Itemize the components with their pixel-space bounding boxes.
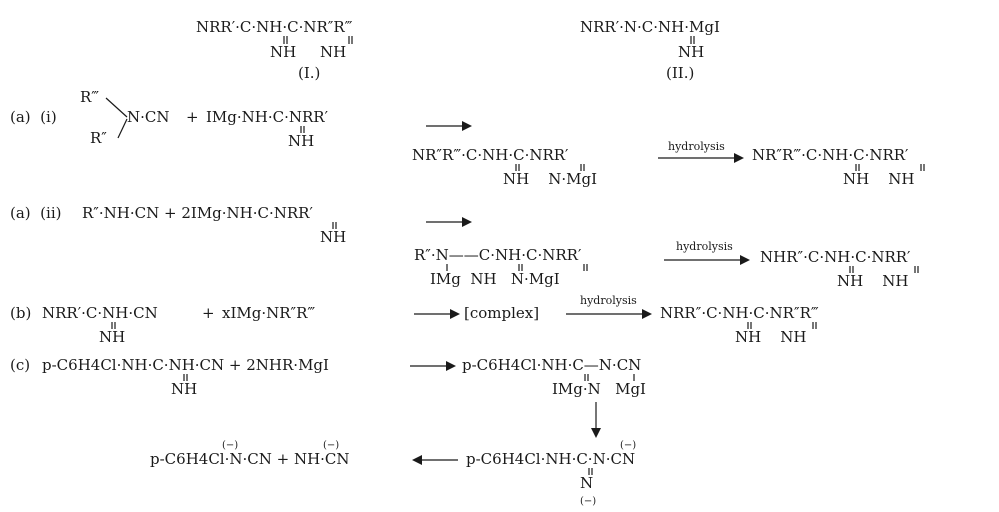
formula-II-label: (II.) [666, 64, 694, 82]
reaction-a-ii-tag: (a) (ii) [10, 204, 61, 222]
reaction-a-i-bond-upper [105, 97, 128, 118]
reaction-c: (c) p-C6H4Cl·NH·C·NH·CN + 2NHR·MgI NH p-… [10, 356, 646, 507]
reaction-b-plus: + [202, 304, 215, 322]
reaction-a-i-r-upper: R‴ [80, 88, 99, 106]
reaction-c-arrow-down-head [591, 428, 601, 438]
reaction-a-i-reagent-2-sub: NH [288, 132, 314, 150]
reaction-a-ii-arrow-2-head [740, 255, 750, 265]
reaction-a-i-plus: + [186, 108, 199, 126]
reaction-b-product: NRR″·C·NH·C·NR″R‴ [660, 304, 819, 322]
reaction-b-reagent-2: xIMg·NR″R‴ [222, 304, 315, 322]
reaction-a-i-product-sub: NH NH [843, 170, 914, 188]
reaction-b-reagent-1-sub: NH [99, 328, 125, 346]
reaction-b-arrow-label: hydrolysis [580, 294, 637, 307]
reaction-a-ii-intermediate: R″·N——C·NH·C·NRR′ [414, 246, 582, 264]
reaction-b-reagent-1: NRR′·C·NH·CN [42, 304, 158, 322]
reaction-a-i-bond-lower [117, 118, 128, 139]
reaction-c-product-charge-1: (−) [222, 440, 238, 451]
reaction-a-i-r-lower: R″ [90, 129, 107, 147]
reaction-a-i: (a) (i) R‴ R″ N·CN + IMg·NH·C·NRR′ NH NR… [10, 88, 925, 188]
formula-II: NRR′·N·C·NH·MgI NH (II.) [580, 18, 720, 82]
reaction-a-i-arrow-2-head [734, 153, 744, 163]
reaction-b-intermediate: [complex] [464, 304, 539, 322]
reaction-a-i-arrow-label: hydrolysis [668, 140, 725, 153]
reaction-a-ii-product-sub: NH NH [837, 272, 908, 290]
reaction-c-product-charge-2: (−) [323, 440, 339, 451]
reaction-c-anion: p-C6H4Cl·NH·C·N·CN [466, 450, 635, 468]
reaction-b-product-sub: NH NH [735, 328, 806, 346]
reaction-a-ii-intermediate-sub: IMg NH N·MgI [430, 270, 560, 288]
reaction-c-reagents: p-C6H4Cl·NH·C·NH·CN + 2NHR·MgI [42, 356, 329, 374]
reaction-a-i-intermediate-sub: NH N·MgI [503, 170, 597, 188]
reaction-a-i-intermediate: NR″R‴·C·NH·C·NRR′ [412, 146, 569, 164]
reaction-a-ii-arrow-label: hydrolysis [676, 240, 733, 253]
formula-I-label: (I.) [298, 64, 320, 82]
reaction-b-arrow-2-head [642, 309, 652, 319]
formula-I-main: NRR′·C·NH·C·NR″R‴ [196, 18, 353, 36]
reaction-c-arrow-back-head [412, 455, 422, 465]
reaction-c-reagents-sub: NH [171, 380, 197, 398]
reaction-a-ii-arrow-1-head [462, 217, 472, 227]
formula-I-sub: NH NH [270, 43, 346, 61]
reaction-c-anion-charge-1: (−) [620, 440, 636, 451]
reaction-a-ii-product: NHR″·C·NH·C·NRR′ [760, 248, 911, 266]
reaction-a-i-tag: (a) (i) [10, 108, 57, 126]
formula-II-sub: NH [678, 43, 704, 61]
reaction-c-products: p-C6H4Cl·N·CN + NH·CN [150, 450, 350, 468]
formula-I: NRR′·C·NH·C·NR″R‴ NH NH (I.) [196, 18, 353, 82]
reaction-c-anion-charge-2: (−) [580, 496, 596, 507]
reaction-b: (b) NRR′·C·NH·CN NH + xIMg·NR″R‴ [comple… [10, 294, 819, 346]
reaction-a-i-arrow-1-head [462, 121, 472, 131]
reaction-a-ii-reagents: R″·NH·CN + 2IMg·NH·C·NRR′ [82, 204, 313, 222]
reaction-a-ii: (a) (ii) R″·NH·CN + 2IMg·NH·C·NRR′ NH R″… [10, 204, 919, 290]
reaction-c-intermediate-sub: IMg·N MgI [552, 380, 646, 398]
reaction-b-tag: (b) [10, 304, 31, 322]
reaction-c-intermediate: p-C6H4Cl·NH·C—N·CN [462, 356, 641, 374]
reaction-a-ii-reagents-sub: NH [320, 228, 346, 246]
formula-II-main: NRR′·N·C·NH·MgI [580, 18, 720, 36]
reaction-a-i-product: NR″R‴·C·NH·C·NRR′ [752, 146, 909, 164]
reaction-c-arrow-1-head [446, 361, 456, 371]
reaction-a-i-reagent-1: N·CN [127, 108, 170, 126]
reaction-a-i-reagent-2: IMg·NH·C·NRR′ [206, 108, 329, 126]
reaction-c-tag: (c) [10, 356, 30, 374]
reaction-b-arrow-1-head [450, 309, 460, 319]
reaction-c-anion-sub: N [580, 474, 593, 492]
